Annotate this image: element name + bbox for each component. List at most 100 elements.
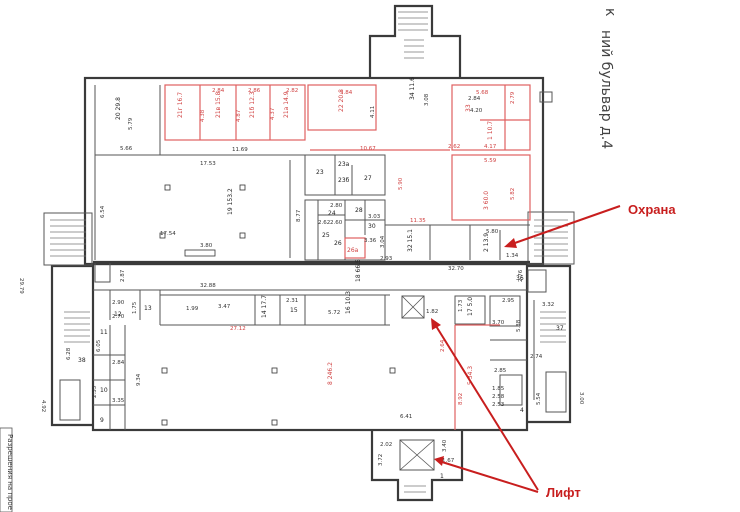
dim-label: 2.76 [518,269,524,282]
dim-label: 1.85 [492,386,505,392]
dim-label: 3.80 [200,243,213,249]
room-21g-label: 21г 16.7 [177,92,184,118]
dim-label: 5.72 [328,310,340,316]
dim-label: 5.38 [516,319,522,332]
dim-label: 32.88 [200,283,216,289]
dim-left: 29.79 [18,278,24,294]
dim-label: 3.36 [364,238,377,244]
dim-label: 3.35 [112,398,125,404]
dim-label: 3.47 [218,304,231,310]
dim-label: 2.87 [120,269,126,282]
dim-label: 2.31 [286,298,298,304]
dim-label: 8.77 [296,209,302,222]
dim-label: 5.80 [486,229,499,235]
room-26a-label: 26а [347,247,359,254]
stair-hatching [50,11,568,493]
dim-label: 4.37 [270,107,276,120]
room-27-label: 27 [364,175,372,182]
dim-label: 3.72 [378,454,384,466]
room-23a-label: 23а [338,161,350,168]
dim-label: 4.11 [370,106,376,118]
room-36-label: 36 [516,275,524,282]
dim-label: 2.62 [318,220,330,226]
dim-label: 2.79 [510,91,516,104]
elevator-arrowhead-bottom [434,456,444,466]
dim-label: 2.58 [492,394,505,400]
room-18-label: 18 66.5 [355,259,362,282]
room-17-label: 17 5.0 [467,297,474,316]
dim-label: 4.38 [200,109,206,122]
dim-right: 3.00 [578,392,584,405]
callout-elevator: Лифт [431,318,581,500]
room-19-label: 19 153.2 [227,188,234,215]
security-label: Охрана [628,202,676,217]
room-2-label: 2 13.9 [483,233,490,252]
dim-label: 2.95 [502,298,515,304]
dim-label: 32.70 [448,266,464,272]
dim-label: 1.67 [442,458,455,464]
room-23b-label: 23б [338,177,350,184]
room-34-label: 34 11.6 [409,77,416,100]
dim-label: 17.54 [160,231,176,237]
dim-label: 17.53 [200,161,216,167]
room-15-label: 15 [290,307,298,314]
dim-label: 6.54 [100,205,106,218]
dim-label: 6.28 [66,347,72,360]
room-4-label: 4 [520,407,524,414]
dim-label: 2.55 [92,385,98,398]
dim-label: 5.84 [340,90,353,96]
dim-label: 6.05 [96,339,102,352]
room-38-label: 38 [78,357,86,364]
dim-label: 5.68 [476,90,489,96]
dim-label: 2.80 [330,203,343,209]
dim-label: 9.34 [136,373,142,386]
dim-label: 2.70 [112,314,125,320]
street-label-top: к [602,8,618,16]
room-labels: 20 29.8 21г 16.7 21в 15.8 21б 12.3 21а 1… [78,77,564,480]
dim-label: 2.84 [212,88,225,94]
callout-security: Охрана [504,202,676,248]
dim-label: 5.82 [510,188,516,200]
elevator-label: Лифт [546,485,581,500]
security-arrowhead [504,238,517,248]
room-8-label: 8 246.2 [327,362,334,385]
room-30-label: 30 [368,223,376,230]
room-1-label: 1 10.7 [487,121,494,140]
security-arrow [511,205,621,245]
room-16-label: 16 10.3 [345,291,352,314]
dim-label: 27.12 [230,326,246,332]
dim-label: 2.84 [468,96,481,102]
room-24-label: 24 [328,210,336,217]
dim-label: 2.02 [380,442,392,448]
room-9-label: 9 [100,417,104,424]
elevator-arrowhead-top [431,318,441,330]
room-21v-label: 21в 15.8 [215,91,222,118]
dim-label: 4.20 [470,108,483,114]
elevator-arrow-top [435,325,539,491]
dim-label: 5.54 [536,392,542,405]
dimension-labels: 5.79 5.66 17.53 11.69 6.54 17.54 3.80 8.… [66,88,554,466]
dim-label: 5.90 [398,177,404,190]
side-note-text: Разрешения на прое [6,434,14,510]
street-label: ний бульвар д.4 [598,30,614,149]
dim-label: 1.75 [132,301,138,314]
dim-label: 1.99 [186,306,199,312]
dim-label: 6.41 [400,414,412,420]
dim-label: 2.60 [330,220,343,226]
dim-label: 11.35 [410,218,426,224]
room-28-label: 28 [355,207,363,214]
dim-label: 3.40 [442,439,448,452]
dim-label: 3.08 [424,93,430,106]
dim-label: 2.64 [440,339,446,352]
dim-label: 2.82 [286,88,298,94]
dim-label: 2.93 [380,256,393,262]
room-37-label: 37 [556,325,564,332]
room-1b-label: 1 [440,473,444,480]
dim-label: 1.73 [458,299,464,312]
building-outline [43,4,575,502]
room-10-label: 10 [100,387,108,394]
dim-left-2: 4.92 [40,400,46,412]
dim-label: 2.90 [112,300,125,306]
room-26-label: 26 [334,240,342,247]
dim-label: 3.70 [492,320,505,326]
